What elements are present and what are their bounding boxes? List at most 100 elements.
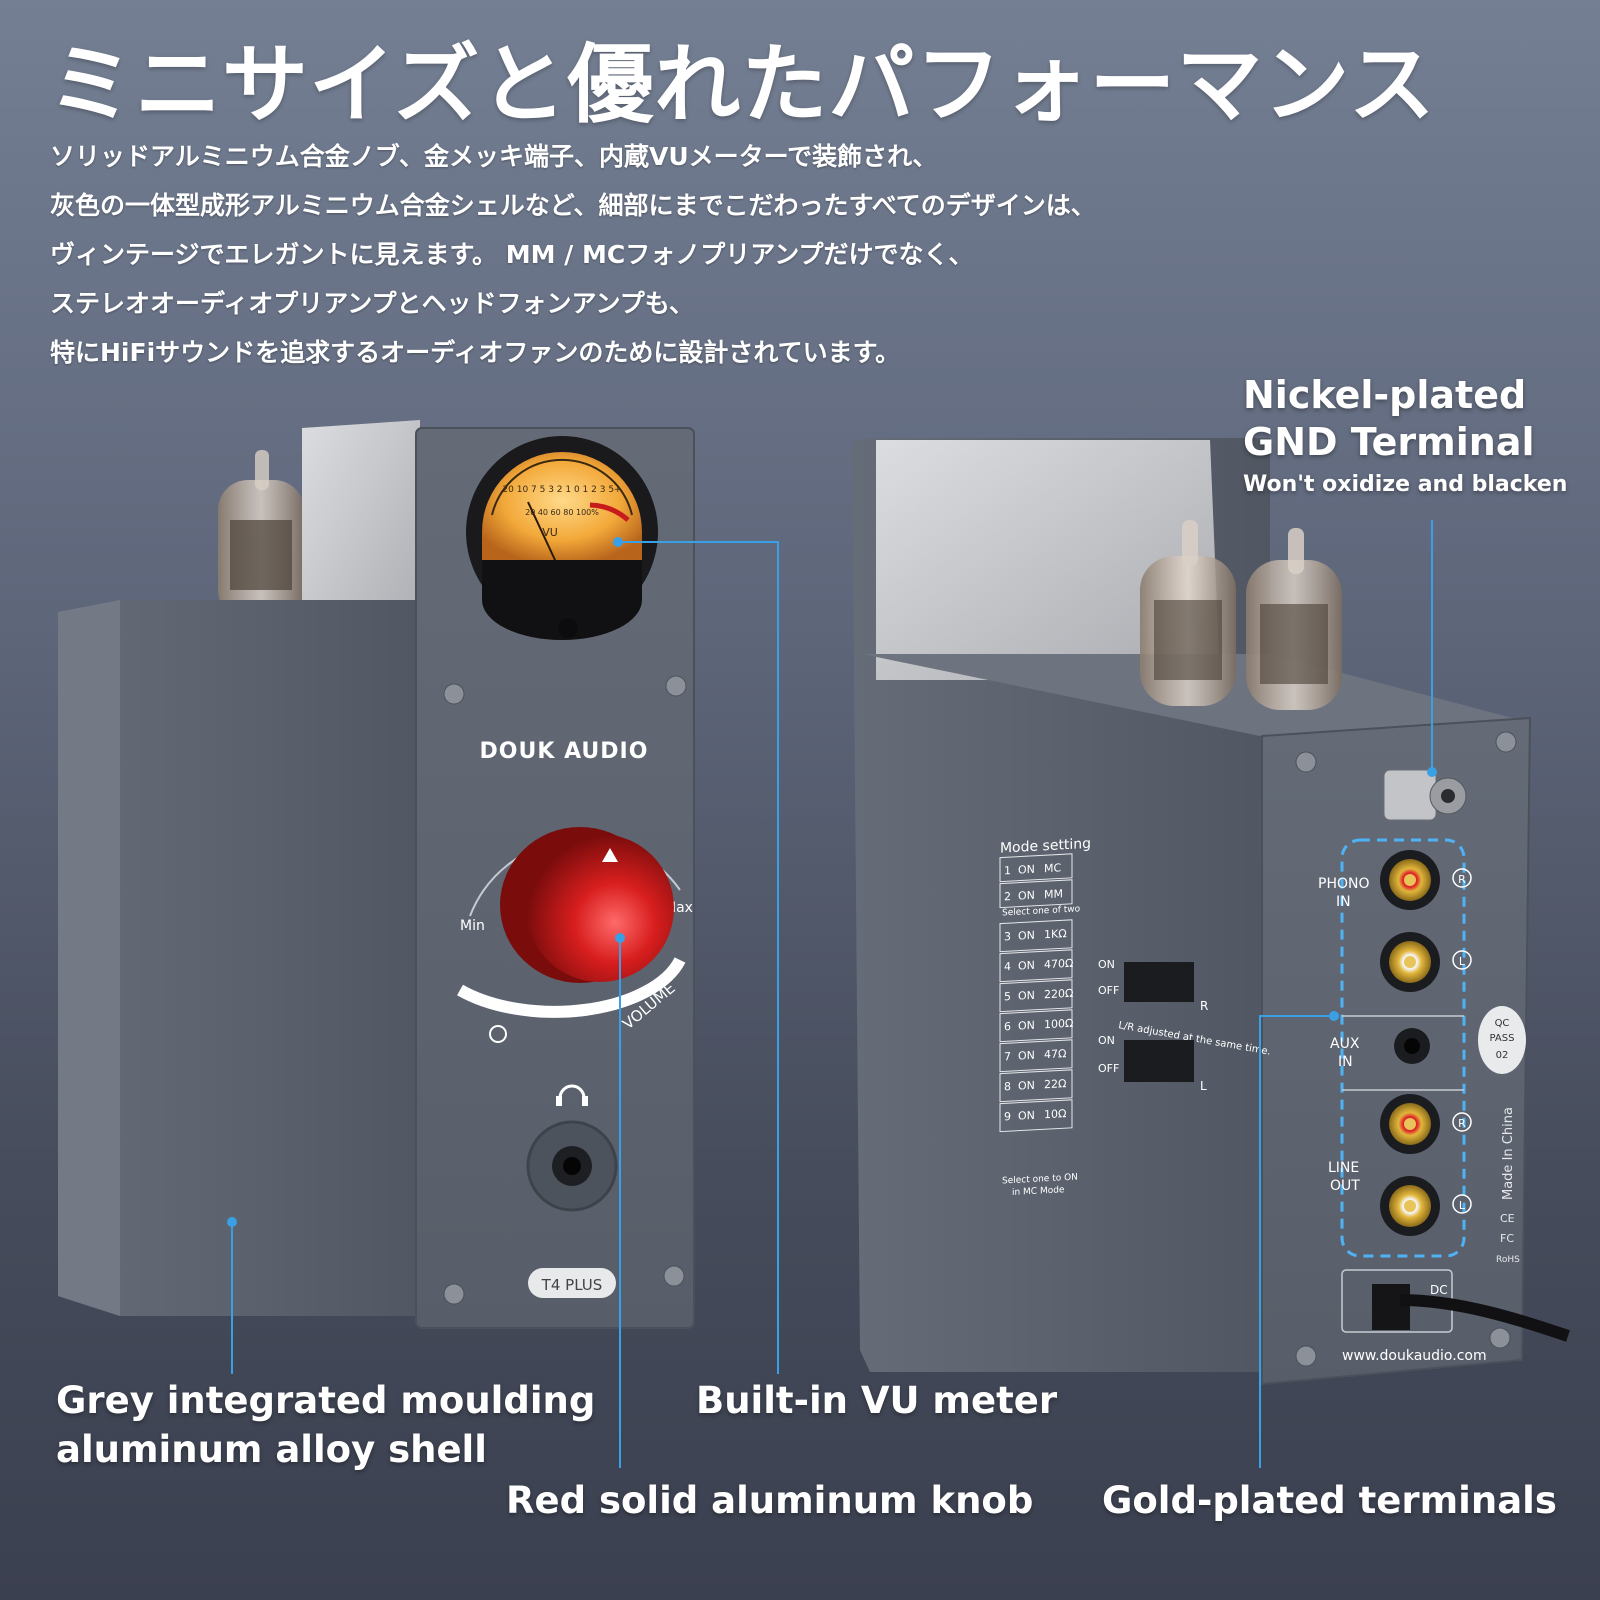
switch-off-label: OFF: [1098, 984, 1119, 997]
mode-table-cell-border: [999, 979, 1073, 1013]
vu-callout: Built-in VU meter: [696, 1379, 1058, 1422]
mode-table-cell-border: [999, 853, 1073, 883]
mode-table-state: ON: [1018, 1109, 1035, 1123]
mode-table-state: ON: [1018, 959, 1035, 973]
meter-scale-bottom: 20 40 60 80 100%: [525, 508, 599, 517]
ce-mark: CE: [1500, 1212, 1515, 1225]
mode-select-mc: Select one to ON: [1002, 1173, 1078, 1187]
aux-label-2: IN: [1338, 1054, 1353, 1070]
mode-table-value: 220Ω: [1044, 987, 1073, 1002]
mode-table-cell-border: [999, 949, 1073, 983]
qc-pass-badge: QC PASS 02: [1478, 1006, 1526, 1074]
switch-on-label: ON: [1098, 958, 1115, 971]
mode-table-state: ON: [1018, 1049, 1035, 1063]
mode-table-value: 10Ω: [1044, 1107, 1066, 1121]
mode-table-no: 2: [1004, 890, 1011, 903]
mode-table-row: 2 ON MM: [999, 879, 1073, 909]
mode-table-row: 4 ON 470Ω: [999, 949, 1073, 983]
mode-table-value: 47Ω: [1044, 1047, 1066, 1061]
rear-unit: PHONO IN R L AUX IN LINE OUT: [852, 438, 1570, 1386]
terminal-callout-line: [1259, 1015, 1334, 1468]
panel-screws: [443, 675, 687, 1305]
model-name: T4 PLUS: [541, 1276, 603, 1294]
dc-input-jack[interactable]: [1372, 1284, 1410, 1330]
mode-table-cell-border: [999, 1099, 1073, 1133]
shell-callout-line-2: aluminum alloy shell: [56, 1428, 487, 1471]
qc-pass-label: PASS: [1490, 1033, 1515, 1044]
mode-table-value: MM: [1044, 887, 1063, 901]
mode-table-state: ON: [1018, 929, 1035, 943]
mode-table-cell-border: [999, 1039, 1073, 1073]
knob-callout: Red solid aluminum knob: [506, 1479, 1034, 1522]
mode-table-state: ON: [1018, 1079, 1035, 1093]
mode-table-state: ON: [1018, 889, 1035, 903]
mode-table-no: 9: [1004, 1110, 1011, 1123]
aux-label: AUX: [1330, 1036, 1360, 1052]
line-out-label: LINE: [1328, 1160, 1359, 1176]
meter-scale-top: 20 10 7 5 3 2 1 0 1 2 3 5+: [502, 485, 621, 495]
dip-switch-l[interactable]: ON OFF L: [1098, 1034, 1207, 1093]
vacuum-tube-icon: [1246, 528, 1342, 710]
mode-table-cell-border: [999, 1009, 1073, 1043]
vu-meter: 20 10 7 5 3 2 1 0 1 2 3 5+ 20 40 60 80 1…: [466, 436, 658, 640]
callout-dots: [227, 537, 1437, 1227]
description-line: ヴィンテージでエレガントに見えます。 MM / MCフォノプリアンプだけでなく、: [50, 240, 974, 269]
gnd-callout: Nickel-plated GND Terminal Won't oxidize…: [1243, 372, 1567, 497]
line-out-r-jack[interactable]: [1380, 1094, 1440, 1154]
mode-table-state: ON: [1018, 863, 1035, 877]
mode-table-value: 470Ω: [1044, 957, 1073, 972]
channel-l-label: L: [1459, 1199, 1466, 1212]
switch-on-label: ON: [1098, 1034, 1115, 1047]
description-line: ソリッドアルミニウム合金ノブ、金メッキ端子、内蔵VUメーターで装飾され、: [50, 142, 938, 171]
headphone-icon: [556, 1084, 588, 1106]
line-out-l-jack[interactable]: [1380, 1176, 1440, 1236]
gnd-callout-subtitle: Won't oxidize and blacken: [1243, 472, 1568, 497]
phono-label: PHONO: [1318, 876, 1369, 892]
mode-table-row: 9 ON 10Ω: [999, 1099, 1073, 1133]
mode-table-no: 3: [1004, 930, 1011, 943]
mode-table-state: ON: [1018, 989, 1035, 1003]
phono-in-l-jack[interactable]: [1380, 932, 1440, 992]
rohs-mark: RoHS: [1496, 1255, 1520, 1265]
headphone-jack[interactable]: [526, 1120, 618, 1212]
vacuum-tube-icon: [218, 450, 304, 620]
meter-label: VU: [542, 526, 558, 539]
grey-aluminum-shell: [58, 600, 430, 1316]
mode-select-two: Select one of two: [1002, 904, 1081, 918]
fcc-mark: FC: [1500, 1232, 1514, 1245]
model-badge: [528, 1268, 616, 1298]
callout-lines: [231, 520, 1433, 1468]
switch-l-label: L: [1200, 1079, 1207, 1093]
mode-table-no: 4: [1004, 960, 1011, 973]
mode-table-cell-border: [999, 879, 1073, 909]
headline: ミニサイズと優れたパフォーマンス: [48, 35, 1436, 135]
panel-screws: [1295, 731, 1517, 1367]
mode-table-value: 22Ω: [1044, 1077, 1066, 1091]
channel-l-label: L: [1459, 955, 1466, 968]
power-icon: [489, 1025, 507, 1043]
dip-switch-r[interactable]: ON OFF R: [1098, 958, 1208, 1013]
channel-r-label: R: [1458, 1117, 1466, 1130]
mode-table-title: Mode setting: [1000, 836, 1091, 857]
phono-in-r-jack[interactable]: [1380, 850, 1440, 910]
description: ソリッドアルミニウム合金ノブ、金メッキ端子、内蔵VUメーターで装飾され、 灰色の…: [50, 132, 1096, 377]
gnd-terminal[interactable]: [1383, 769, 1467, 821]
line-out-label-2: OUT: [1330, 1178, 1360, 1194]
mode-table-cell-border: [999, 1069, 1073, 1103]
aux-in-jack[interactable]: [1394, 1028, 1430, 1064]
terminals-callout: Gold-plated terminals: [1102, 1479, 1557, 1522]
mode-select-mc-2: in MC Mode: [1012, 1185, 1065, 1198]
description-line: 灰色の一体型成形アルミニウム合金シェルなど、細部にまでこだわったすべてのデザイン…: [50, 191, 1096, 220]
phono-label-2: IN: [1336, 894, 1351, 910]
switch-r-label: R: [1200, 999, 1208, 1013]
mode-table-cell-border: [999, 919, 1073, 953]
mode-table-state: ON: [1018, 1019, 1035, 1033]
mode-table-no: 6: [1004, 1020, 1011, 1033]
